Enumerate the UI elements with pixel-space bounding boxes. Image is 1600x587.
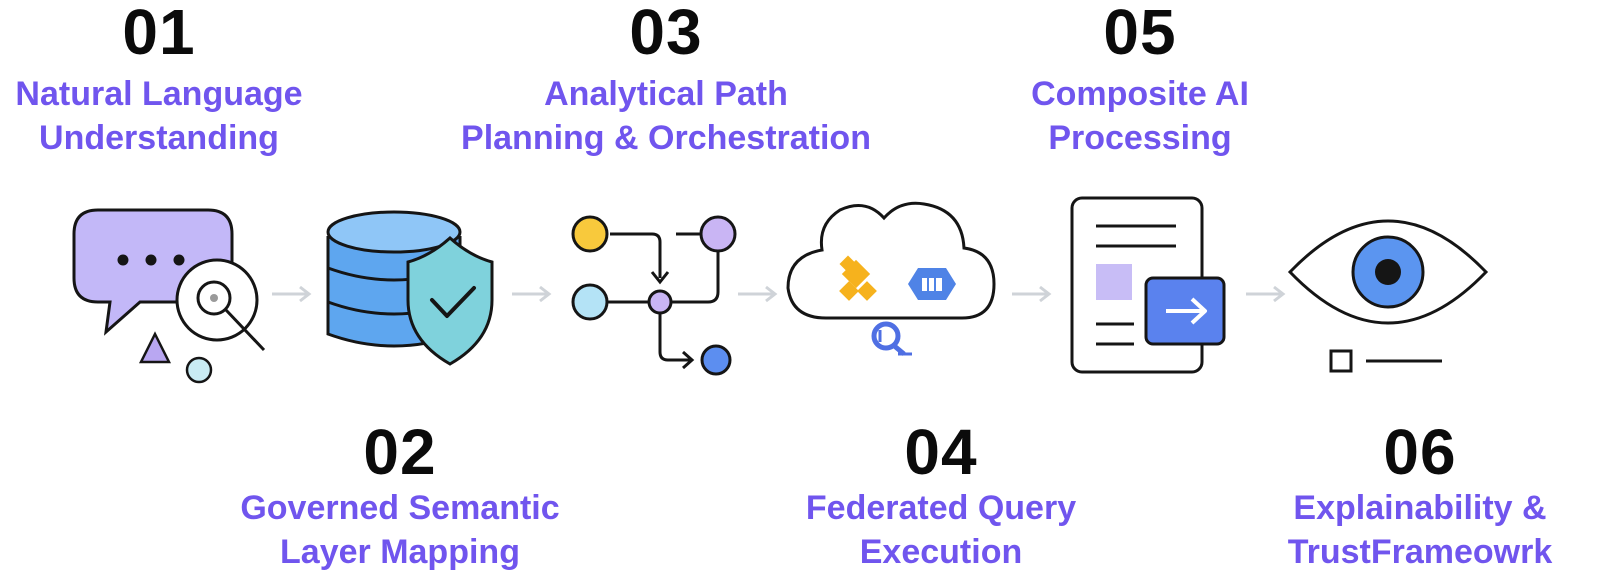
step-label-line-2: Planning & Orchestration xyxy=(461,119,871,157)
step-label-line-1: Federated Query xyxy=(805,489,1077,527)
step-number: 04 xyxy=(904,416,978,488)
flow-arrow-icon xyxy=(1246,285,1286,303)
path-graph-icon xyxy=(571,215,737,376)
step-number: 03 xyxy=(629,0,703,68)
chat-search-icon xyxy=(72,208,266,384)
step-label: Explainability & TrustFrameowrk xyxy=(1260,486,1580,574)
step-label-line-1: Governed Semantic xyxy=(240,489,560,527)
step-label-line-2: TrustFrameowrk xyxy=(1287,533,1553,571)
cloud-services-icon xyxy=(786,201,996,356)
step-01: 01 Natural Language Understanding xyxy=(0,0,318,160)
hexagon-grid-icon xyxy=(908,268,956,300)
eye-icon xyxy=(1287,219,1489,373)
step-label-line-2: Layer Mapping xyxy=(280,533,520,571)
flow-arrow-icon xyxy=(1012,285,1052,303)
step-label-line-2: Processing xyxy=(1048,119,1232,157)
step-number: 05 xyxy=(1103,0,1177,68)
step-02: 02 Governed Semantic Layer Mapping xyxy=(210,420,590,574)
step-04: 04 Federated Query Execution xyxy=(778,420,1104,574)
flow-arrow-icon xyxy=(512,285,552,303)
step-label-line-1: Composite AI xyxy=(1031,75,1249,113)
query-magnifier-icon xyxy=(871,321,912,356)
sparkle-icon xyxy=(839,255,877,301)
flow-arrow-icon xyxy=(272,285,312,303)
step-05: 05 Composite AI Processing xyxy=(1000,0,1280,160)
step-label-line-1: Explainability & xyxy=(1293,489,1547,527)
step-06: 06 Explainability & TrustFrameowrk xyxy=(1260,420,1580,574)
step-number: 01 xyxy=(122,0,196,68)
icon-row xyxy=(72,196,1489,384)
step-label: Natural Language Understanding xyxy=(0,72,318,160)
step-number: 06 xyxy=(1383,416,1457,488)
step-number: 02 xyxy=(363,416,437,488)
step-label: Analytical Path Planning & Orchestration xyxy=(442,72,890,160)
step-label-line-2: Understanding xyxy=(39,119,279,157)
step-label: Governed Semantic Layer Mapping xyxy=(210,486,590,574)
step-label-line-1: Natural Language xyxy=(15,75,303,113)
step-label-line-1: Analytical Path xyxy=(544,75,788,113)
step-label: Composite AI Processing xyxy=(1000,72,1280,160)
step-03: 03 Analytical Path Planning & Orchestrat… xyxy=(442,0,890,160)
flow-arrow-icon xyxy=(738,285,778,303)
document-arrow-icon xyxy=(1070,196,1226,374)
step-label: Federated Query Execution xyxy=(778,486,1104,574)
step-label-line-2: Execution xyxy=(859,533,1023,571)
database-shield-icon xyxy=(326,210,494,366)
